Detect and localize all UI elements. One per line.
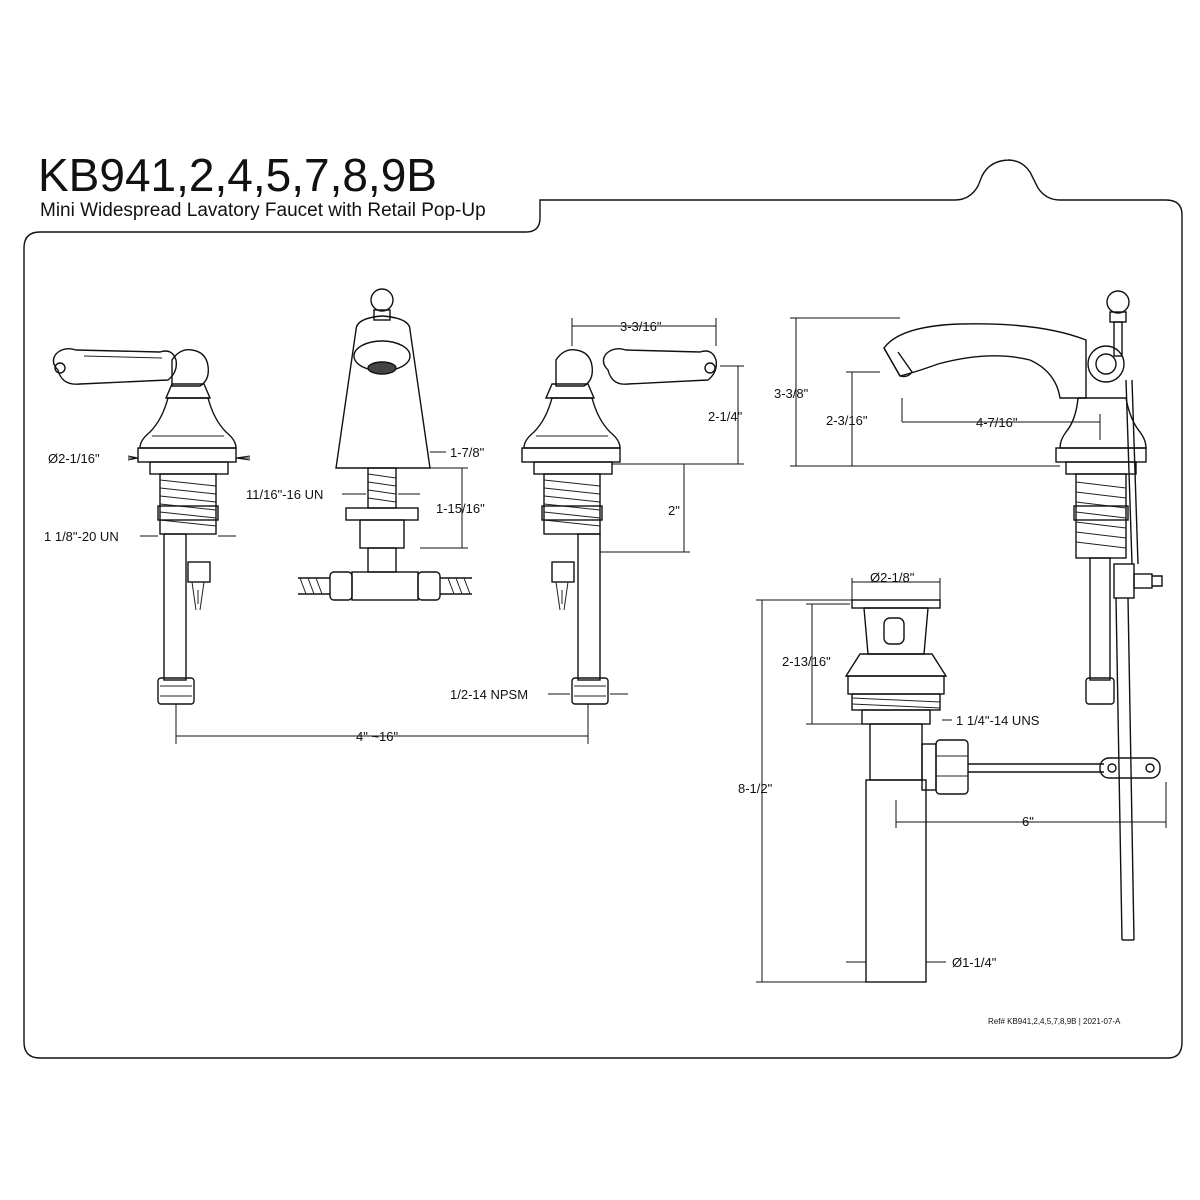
spout-front-drawing	[298, 288, 472, 601]
label-spout-shank: 1-15/16"	[436, 501, 485, 516]
label-handle-diameter: Ø2-1/16"	[48, 451, 100, 466]
drawing-frame	[23, 159, 1183, 1059]
label-drain-flange: Ø2-1/8"	[870, 570, 915, 585]
right-handle-drawing	[521, 347, 718, 705]
label-spread: 4" ~16"	[356, 729, 399, 744]
label-inlet-thread: 1/2-14 NPSM	[450, 687, 528, 702]
footer-reference: Ref# KB941,2,4,5,7,8,9B | 2021-07-A	[988, 1017, 1121, 1026]
label-drain-thread: 1 1/4"-14 UNS	[956, 713, 1040, 728]
drain-drawing	[844, 599, 1161, 983]
left-handle-drawing	[52, 347, 237, 705]
label-handle-height: 2-1/4"	[708, 409, 743, 424]
side-view-drawing	[883, 290, 1163, 941]
dimension-lines	[127, 317, 1167, 983]
label-shank-length: 2"	[668, 503, 680, 518]
dimension-labels: Ø2-1/16" 1 1/8"-20 UN 11/16"-16 UN 1-7/8…	[44, 319, 1121, 1026]
page-title: KB941,2,4,5,7,8,9B	[38, 149, 437, 201]
label-drain-length: 8-1/2"	[738, 781, 773, 796]
label-rod-length: 6"	[1022, 814, 1034, 829]
label-handle-thread: 1 1/8"-20 UN	[44, 529, 119, 544]
label-tailpiece: Ø1-1/4"	[952, 955, 997, 970]
label-overall-height: 3-3/8"	[774, 386, 809, 401]
label-spout-reach: 4-7/16"	[976, 415, 1018, 430]
page-subtitle: Mini Widespread Lavatory Faucet with Ret…	[40, 200, 486, 221]
label-handle-reach: 3-3/16"	[620, 319, 662, 334]
label-drain-body: 2-13/16"	[782, 654, 831, 669]
label-spout-base: 1-7/8"	[450, 445, 485, 460]
label-spout-clearance: 2-3/16"	[826, 413, 868, 428]
label-spout-thread: 11/16"-16 UN	[246, 487, 323, 502]
